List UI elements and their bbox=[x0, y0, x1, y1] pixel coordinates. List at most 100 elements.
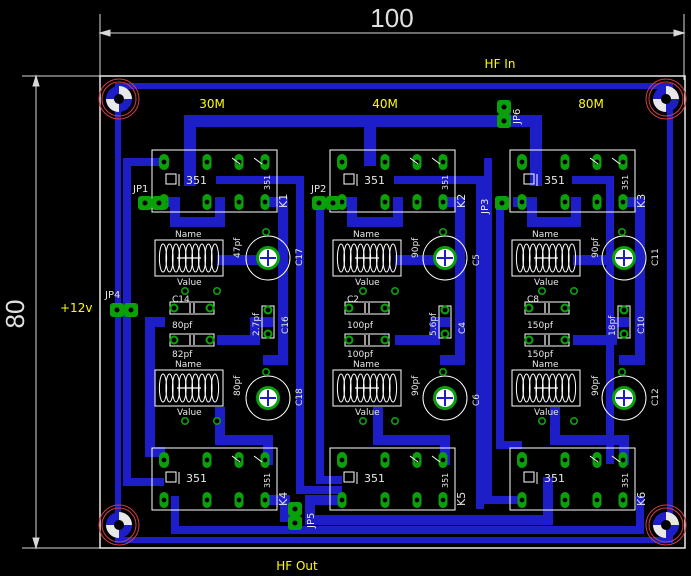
inductor-value-label: Value bbox=[177, 408, 202, 418]
relay-pad bbox=[412, 492, 422, 508]
relay-pad bbox=[202, 154, 212, 170]
trimmer-value-label: 90pf bbox=[591, 375, 601, 396]
capacitor-ref-label: C10 bbox=[637, 316, 647, 334]
band-30m-label: 30M bbox=[199, 97, 225, 111]
jp1-label: JP1 bbox=[132, 184, 148, 195]
relay-value-label: 351 bbox=[544, 174, 565, 187]
trimmer-pad bbox=[262, 228, 270, 236]
relay-pad bbox=[202, 492, 212, 508]
relay-pad bbox=[412, 194, 422, 210]
trimmer-value-label: 90pf bbox=[591, 237, 601, 258]
jp3-label: JP3 bbox=[480, 199, 491, 215]
relay-pad bbox=[438, 154, 448, 170]
capacitor-pad bbox=[205, 303, 215, 313]
capacitor-value-label: 82pf bbox=[172, 350, 193, 360]
relay-pad bbox=[412, 452, 422, 468]
inductor-name-label: Name bbox=[175, 360, 202, 370]
dimension-width bbox=[98, 14, 686, 80]
mounting-holes bbox=[98, 78, 687, 546]
relay-pad bbox=[560, 452, 570, 468]
mount-hole-top-left bbox=[98, 78, 140, 120]
trimmer-pad bbox=[618, 368, 626, 376]
jumper-jp2 bbox=[312, 196, 340, 210]
relay-pad bbox=[234, 154, 244, 170]
relay-value-small: 351 bbox=[621, 473, 630, 488]
relay-pad bbox=[234, 492, 244, 508]
relay-pad bbox=[260, 154, 270, 170]
inductor-pad bbox=[391, 417, 399, 425]
relay-pad bbox=[202, 452, 212, 468]
relay-pad bbox=[202, 194, 212, 210]
jp5-label: JP5 bbox=[306, 513, 317, 529]
relay-pad bbox=[517, 492, 527, 508]
trimmer-value-label: 90pf bbox=[411, 375, 421, 396]
relay-pad bbox=[560, 492, 570, 508]
capacitor-value-label: 18pf bbox=[608, 315, 618, 336]
inductor-name-label: Name bbox=[532, 230, 559, 240]
relay-pad bbox=[438, 452, 448, 468]
relay-pad bbox=[560, 154, 570, 170]
capacitor-pad bbox=[440, 305, 450, 315]
relay-pad bbox=[159, 154, 169, 170]
trimmer-pad bbox=[262, 368, 270, 376]
capacitor-ref-label: C4 bbox=[458, 322, 468, 334]
inductor-name-label: Name bbox=[175, 230, 202, 240]
relay-pad bbox=[592, 194, 602, 210]
trimmer-ref-label: C11 bbox=[651, 248, 661, 266]
inductor-pad bbox=[359, 417, 367, 425]
inductor-pad bbox=[181, 417, 189, 425]
capacitor-pad bbox=[344, 303, 354, 313]
relay-value-label: 351 bbox=[364, 174, 385, 187]
relay-value-small: 351 bbox=[263, 473, 272, 488]
jumpers bbox=[110, 100, 511, 530]
relay-pad bbox=[517, 194, 527, 210]
dimension-height bbox=[22, 74, 100, 550]
height-dimension-label: 80 bbox=[0, 300, 30, 329]
capacitor-vertical: C4 5.6pf bbox=[429, 305, 468, 339]
capacitor-ref-label: C2 bbox=[347, 295, 359, 305]
jumper-jp3 bbox=[495, 196, 509, 210]
inductor-name-label: Name bbox=[353, 360, 380, 370]
capacitor-vertical: C10 18pf bbox=[608, 305, 647, 339]
trimmer-ref-label: C18 bbox=[295, 388, 305, 406]
relay-pad bbox=[592, 452, 602, 468]
capacitor-ref-label: C16 bbox=[281, 316, 291, 334]
capacitor-value-label: 150pf bbox=[527, 350, 554, 360]
relay-ref-label: K6 bbox=[635, 492, 648, 506]
trimmer-ref-label: C5 bbox=[472, 254, 482, 266]
capacitors: C1480pf82pfC2100pf100pfC8150pf150pfC162.… bbox=[169, 295, 647, 360]
inductor-name-label: Name bbox=[532, 360, 559, 370]
relay-value-small: 351 bbox=[441, 473, 450, 488]
mount-hole-bottom-left bbox=[98, 504, 140, 546]
relay-pad bbox=[618, 492, 628, 508]
jp2-label: JP2 bbox=[310, 184, 326, 195]
hf-in-label: HF In bbox=[485, 57, 516, 71]
capacitor-value-label: 80pf bbox=[172, 321, 193, 331]
jumper-jp5 bbox=[288, 502, 302, 530]
inductor-pad bbox=[359, 287, 367, 295]
relay-value-label: 351 bbox=[186, 174, 207, 187]
relay-pad bbox=[234, 194, 244, 210]
trimmer-c11: C11 bbox=[601, 228, 661, 281]
relay-ref-label: K2 bbox=[455, 194, 468, 208]
capacitor-pad bbox=[344, 335, 354, 345]
hf-out-label: HF Out bbox=[276, 559, 318, 573]
relay-pad bbox=[380, 492, 390, 508]
relay-value-small: 351 bbox=[263, 175, 272, 190]
capacitor-pad bbox=[263, 329, 273, 339]
relay-pad bbox=[380, 452, 390, 468]
relay-pad bbox=[159, 452, 169, 468]
capacitor-value-label: 5.6pf bbox=[429, 312, 439, 336]
inductor-value-label: Value bbox=[534, 278, 559, 288]
capacitor-pad bbox=[205, 335, 215, 345]
